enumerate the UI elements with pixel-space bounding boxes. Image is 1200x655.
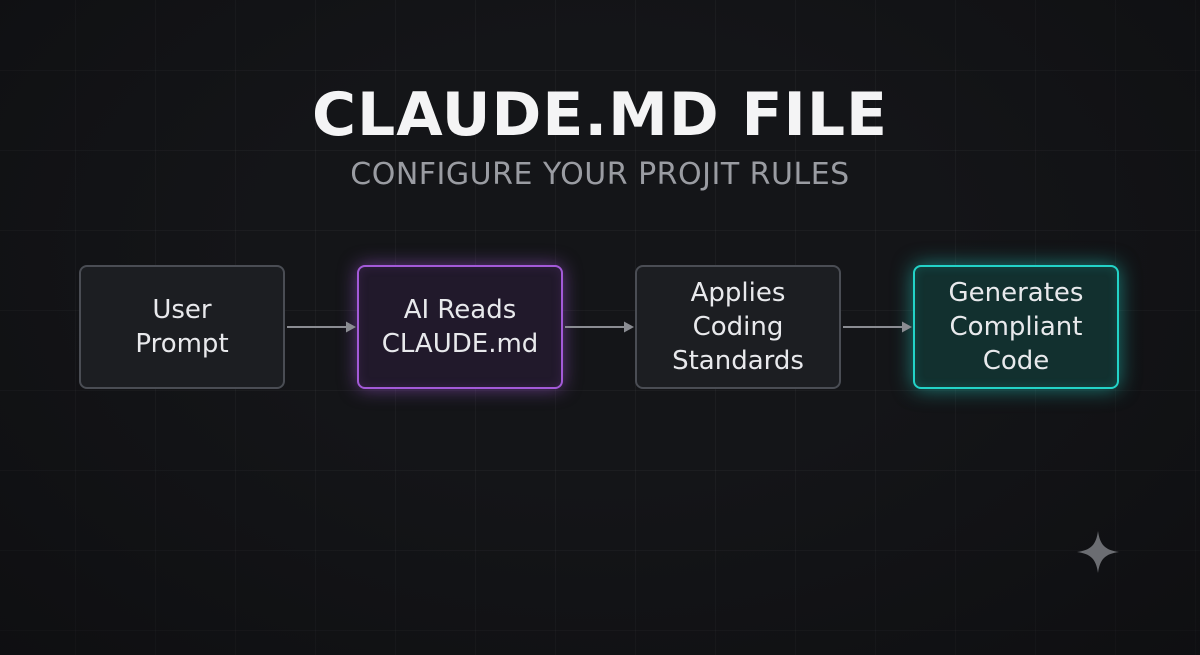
- flow-step-generates-code: Generates Compliant Code: [913, 265, 1119, 389]
- flow-step-user-prompt: User Prompt: [79, 265, 285, 389]
- page-subtitle: CONFIGURE YOUR PROJIT RULES: [350, 157, 850, 192]
- page-title: CLAUDE.MD FILE: [311, 80, 889, 150]
- arrow-2: [565, 321, 634, 333]
- arrow-1: [287, 321, 356, 333]
- sparkle-icon: [1077, 531, 1119, 573]
- flow-step-ai-reads: AI Reads CLAUDE.md: [357, 265, 563, 389]
- arrow-3: [843, 321, 912, 333]
- flow-step-applies-standards: Applies Coding Standards: [635, 265, 841, 389]
